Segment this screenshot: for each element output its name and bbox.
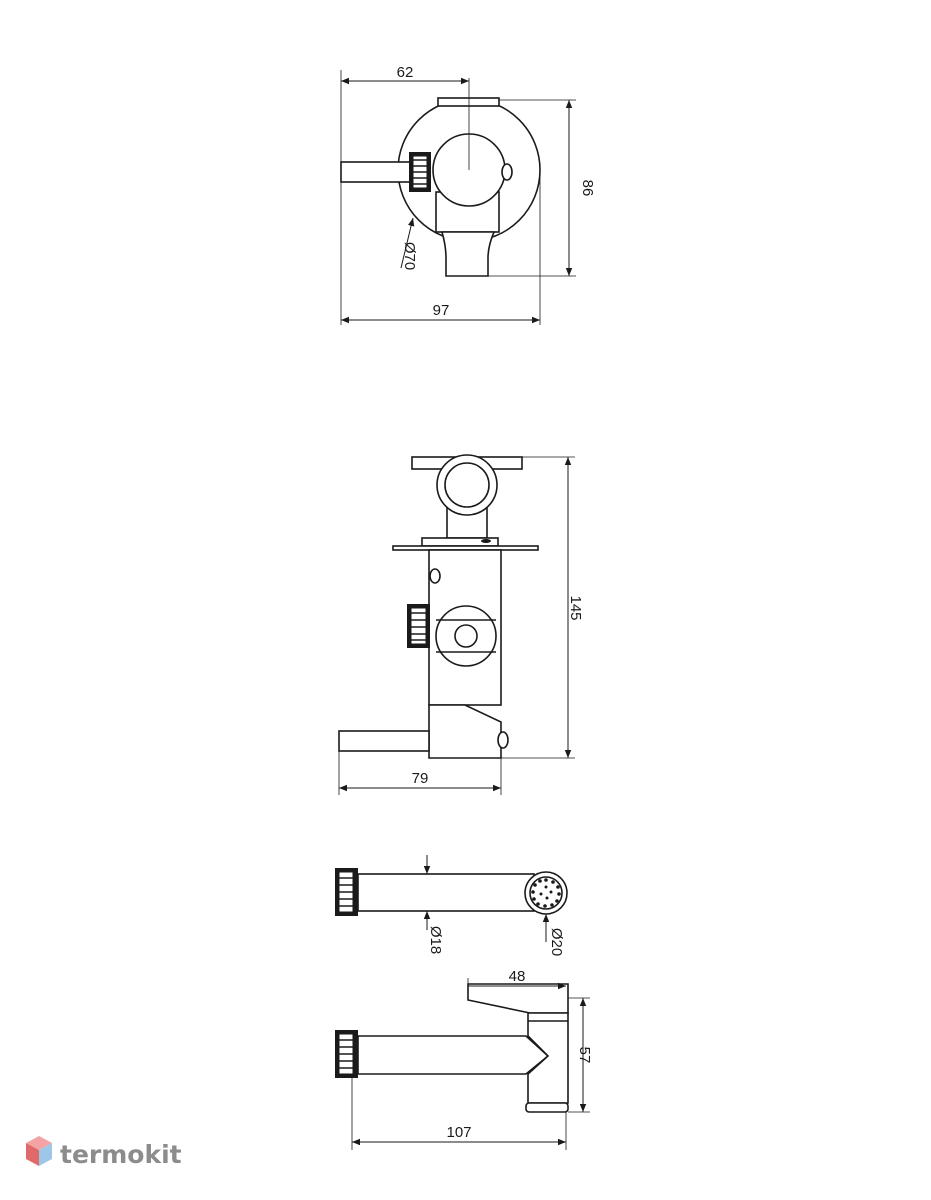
termokit-logo: termokit — [26, 1136, 182, 1169]
screw — [429, 568, 441, 584]
lever-handle — [338, 730, 430, 752]
nozzle-lever — [467, 983, 569, 1014]
screw — [501, 163, 513, 181]
dim-62: 62 — [397, 64, 414, 81]
cube-icon — [26, 1136, 52, 1166]
lever-block — [428, 704, 502, 759]
dim-d70: Ø70 — [401, 242, 418, 270]
outlet-ring — [436, 454, 498, 516]
nozzle-tube — [357, 873, 535, 912]
nozzle-top-view: Ø18 Ø20 — [335, 855, 568, 956]
nozzle-head — [527, 1012, 569, 1104]
dim-107: 107 — [446, 1124, 471, 1141]
dim-d20: Ø20 — [548, 928, 565, 956]
dim-86: 86 — [579, 180, 596, 197]
mount-tab — [437, 97, 500, 107]
dim-97: 97 — [433, 302, 450, 319]
outlet — [440, 231, 496, 277]
nozzle-side-view: 48 57 107 — [335, 968, 593, 1150]
dim-79: 79 — [412, 770, 429, 787]
lever-handle — [340, 161, 414, 183]
dim-48: 48 — [509, 968, 526, 985]
brand-name: termokit — [60, 1140, 182, 1169]
top-view: 62 86 Ø70 97 — [340, 64, 596, 325]
dim-57: 57 — [576, 1047, 593, 1064]
dim-d18: Ø18 — [427, 926, 444, 954]
nozzle-tube — [357, 1035, 550, 1075]
dim-145: 145 — [567, 595, 584, 620]
nozzle-tip — [525, 1102, 569, 1113]
front-view: 145 79 — [338, 454, 584, 795]
